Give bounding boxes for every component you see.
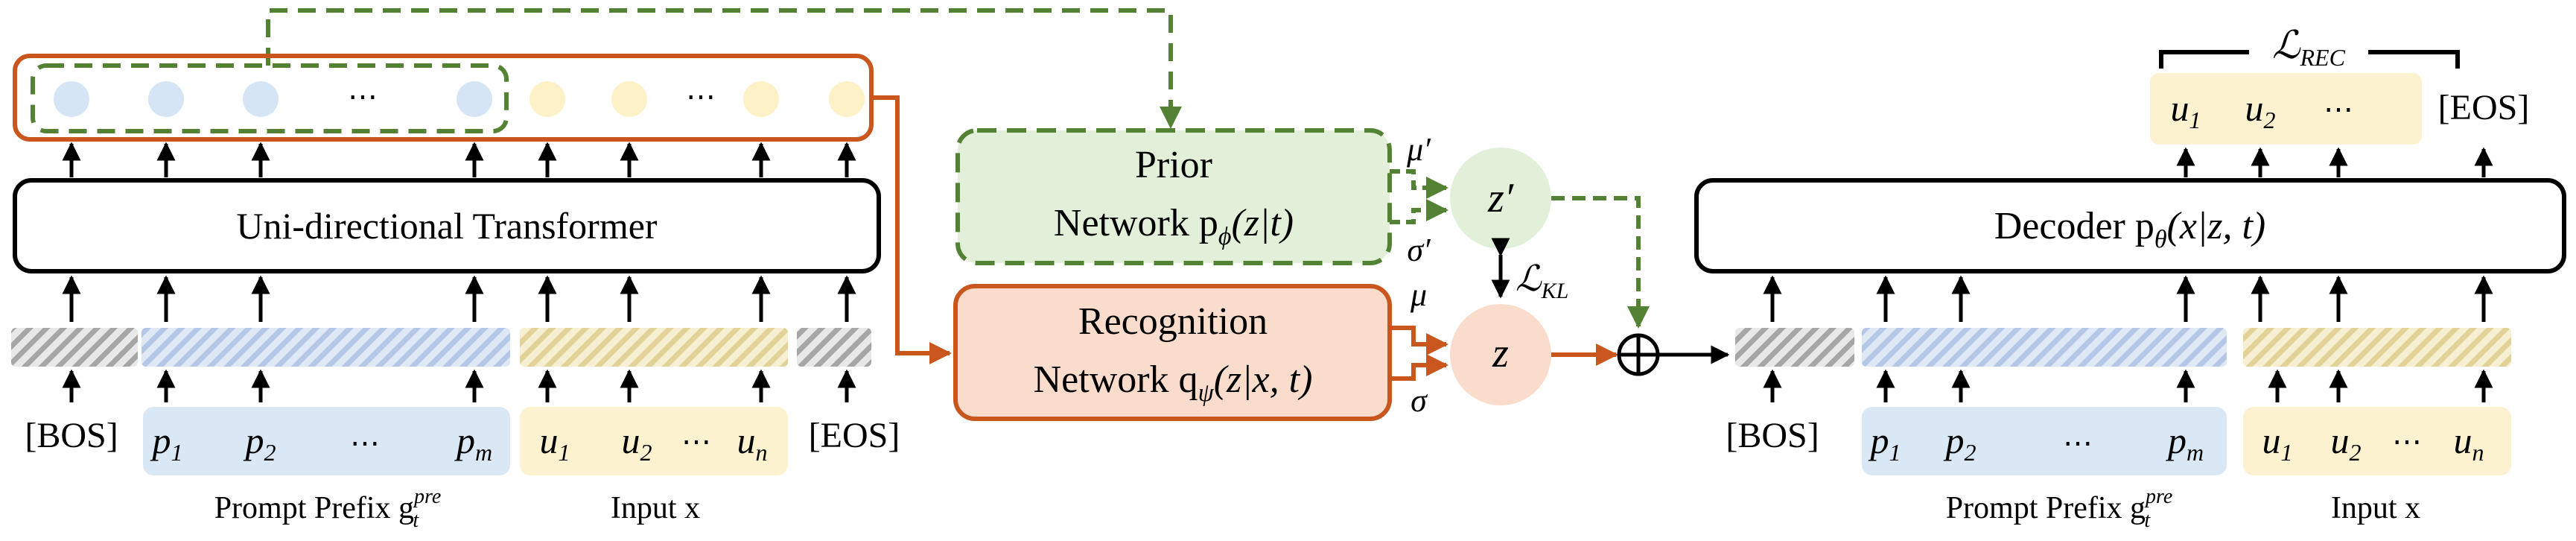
z-label: z (1492, 330, 1509, 376)
prior-network-title: Prior (1135, 144, 1212, 186)
decoder-output-arrows (2176, 147, 2493, 177)
rec-loss-bracket (2159, 50, 2460, 69)
mu-prime-arrow (1390, 169, 1448, 199)
input-embedding (520, 328, 788, 367)
prompt-token-pm: pm (454, 420, 492, 466)
input-token-dots: ⋯ (681, 425, 711, 458)
mu-prime-label: μ′ (1406, 131, 1431, 168)
sigma-prime-arrow (1390, 199, 1448, 224)
kl-loss-label: ℒKL (1516, 259, 1568, 303)
input-token-un: un (737, 420, 768, 466)
decoder-input-token-u1: u1 (2262, 420, 2293, 466)
eos-token: [EOS] (809, 416, 900, 455)
prompt-embedding (141, 328, 510, 367)
hidden-state-token (611, 81, 647, 117)
z-node (1450, 304, 1551, 405)
hidden-state-token (529, 81, 565, 117)
bos-embedding (11, 328, 138, 367)
eos-embedding (797, 328, 871, 367)
prior-network-box (955, 128, 1392, 265)
hidden-to-recognition-arrow (871, 95, 952, 364)
z-prime-label: z′ (1487, 175, 1514, 221)
decoder-prompt-token-dots: ⋯ (2063, 426, 2093, 460)
recognition-network-box (953, 284, 1392, 421)
output-token-box (2150, 73, 2422, 145)
decoder-input-token-box (2243, 407, 2511, 475)
prompt-token-p1: p1 (150, 420, 183, 466)
input-token-u2: u2 (622, 420, 652, 466)
z-prime-node (1450, 148, 1551, 249)
oplus-combine (1617, 333, 1660, 376)
output-token-dots: ⋯ (2324, 92, 2353, 126)
input-token-u1: u1 (540, 420, 570, 466)
hidden-states-dots-input: ⋯ (686, 80, 716, 113)
decoder-input-token-dots: ⋯ (2392, 425, 2422, 458)
sigma-prime-label: σ′ (1407, 232, 1431, 268)
hidden-states-box (13, 54, 874, 142)
decoder-input-token-un: un (2454, 420, 2484, 466)
prompt-token-box (143, 407, 510, 475)
prompt-token-p2: p2 (244, 420, 276, 466)
prompt-states-selection (31, 63, 509, 133)
transformer-output-arrows (62, 142, 856, 177)
decoder-prompt-embedding (1862, 328, 2227, 367)
recognition-network-formula: Network qψ(z|x, t) (1034, 358, 1313, 407)
transformer-label: Uni-directional Transformer (236, 205, 658, 247)
decoder-bos-token: [BOS] (1726, 416, 1819, 455)
decoder-bos-embedding (1735, 328, 1854, 367)
recognition-network-title: Recognition (1078, 300, 1268, 343)
mu-arrow (1390, 326, 1448, 355)
prompt-token-dots: ⋯ (350, 426, 380, 460)
transformer-input-arrows (62, 275, 856, 322)
prior-input-loop (266, 8, 1182, 129)
decoder-label: Decoder pθ(x|z, t) (1994, 205, 2266, 253)
sigma-label: σ (1411, 382, 1428, 419)
decoder-prompt-token-p2: p2 (1944, 420, 1976, 466)
hidden-state-token (829, 81, 865, 117)
output-eos-token: [EOS] (2438, 88, 2530, 127)
decoder-box (1694, 178, 2566, 273)
z-prime-to-oplus-arrow (1551, 196, 1650, 329)
hidden-state-token (54, 81, 89, 117)
hidden-state-token (148, 81, 184, 117)
input-caption: Input x (611, 491, 700, 525)
decoder-prompt-token-p1: p1 (1869, 420, 1901, 466)
output-token-u1: u1 (2171, 87, 2201, 133)
decoder-prompt-token-pm: pm (2166, 420, 2204, 466)
decoder-input-arrows (1763, 275, 2493, 322)
hidden-states: ⋯ ⋯ (54, 80, 865, 117)
token-input-arrows (62, 369, 856, 402)
output-token-u2: u2 (2245, 87, 2276, 133)
hidden-state-token (457, 81, 492, 117)
hidden-state-token (243, 81, 279, 117)
decoder-token-arrows (1763, 369, 2493, 402)
rec-loss-label: ℒREC (2272, 25, 2346, 71)
decoder-prompt-token-box (1862, 407, 2227, 475)
decoder-input-token-u2: u2 (2331, 420, 2362, 466)
hidden-states-dots: ⋯ (348, 80, 378, 113)
transformer-box (13, 178, 881, 273)
input-token-box (520, 407, 788, 475)
sigma-arrow (1390, 354, 1448, 381)
hidden-state-token (743, 81, 779, 117)
decoder-input-caption: Input x (2331, 491, 2420, 525)
bos-token: [BOS] (25, 416, 118, 455)
prior-network-formula: Network pϕ(z|t) (1054, 202, 1294, 250)
mu-label: μ (1410, 276, 1427, 313)
decoder-input-embedding (2243, 328, 2511, 367)
